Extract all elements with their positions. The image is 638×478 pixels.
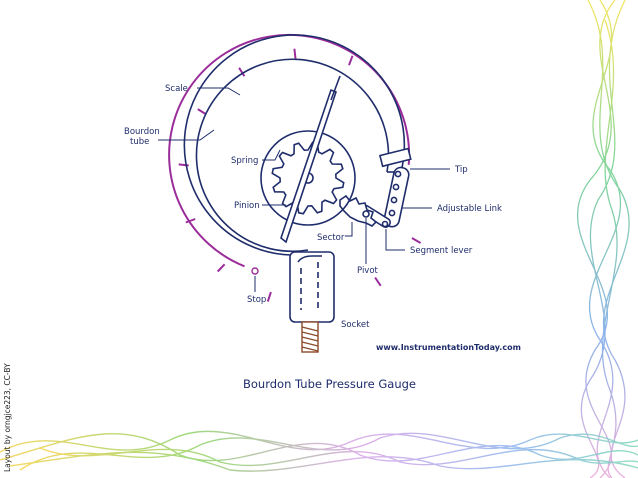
label-bourdon-tube-line2: tube [130, 137, 149, 147]
scale-tick [374, 276, 382, 287]
scale-tick [348, 55, 354, 66]
label-scale: Scale [165, 84, 188, 94]
label-stop: Stop [247, 295, 266, 305]
decorative-waves-bottom [0, 430, 638, 472]
label-pinion: Pinion [234, 201, 260, 211]
diagram-caption: Bourdon Tube Pressure Gauge [243, 377, 416, 391]
scale-tick [216, 263, 226, 273]
scale-tick [411, 237, 422, 244]
label-bourdon-tube-line1: Bourdon [124, 127, 160, 137]
label-segment-lever: Segment lever [410, 246, 473, 256]
scale-tick [185, 218, 196, 224]
stop-pin [251, 267, 259, 275]
scale-tick [178, 163, 189, 167]
leader-lines [158, 87, 450, 292]
label-tip: Tip [454, 165, 468, 175]
label-socket: Socket [341, 320, 370, 330]
scale-tick [238, 67, 246, 77]
socket [289, 251, 335, 353]
scale-tick [293, 48, 297, 59]
source-url: www.InstrumentationToday.com [376, 343, 521, 352]
adjustable-link [383, 166, 410, 228]
scale-tick [197, 108, 207, 116]
layout-credit: Layout by orngjce223, CC-BY [3, 363, 12, 472]
scale-tick [266, 291, 272, 302]
diagram-labels: Scale Bourdon tube Spring Pinion Sector … [124, 84, 502, 330]
label-sector: Sector [317, 233, 345, 243]
gauge-pointer [280, 75, 341, 244]
label-pivot: Pivot [357, 266, 379, 276]
decorative-waves-right [577, 0, 630, 478]
sector [339, 194, 378, 227]
label-spring: Spring [231, 156, 258, 166]
label-adjustable-link: Adjustable Link [437, 204, 502, 214]
tube-tip [378, 147, 412, 168]
